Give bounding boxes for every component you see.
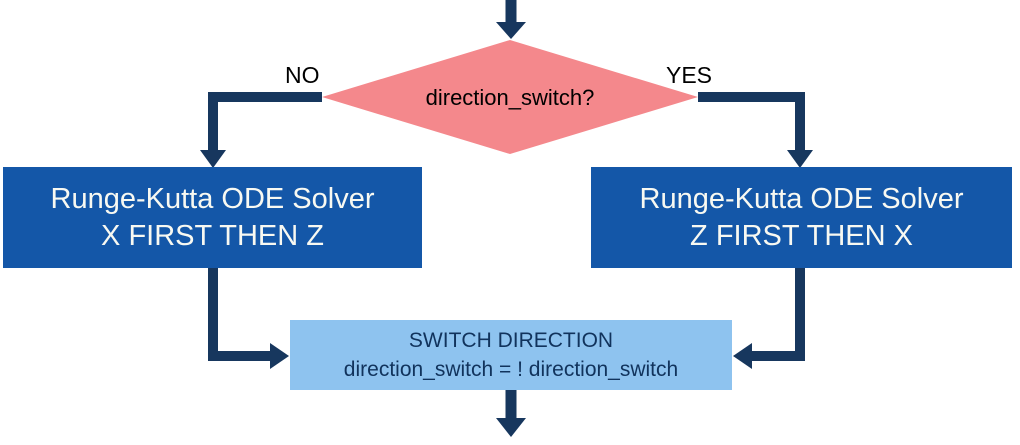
switch-direction-box-line2: direction_switch = ! direction_switch (343, 358, 679, 381)
left-to-switch-arrow-head-icon (270, 343, 289, 369)
no-branch-connector (208, 92, 322, 152)
switch-direction-box-line1: SWITCH DIRECTION (408, 329, 614, 352)
right-solver-box-line2: Z FIRST THEN X (690, 219, 913, 252)
right-solver-box-line1: Runge-Kutta ODE Solver (639, 182, 964, 215)
left-solver-box-line1: Runge-Kutta ODE Solver (50, 182, 375, 215)
decision-diamond (322, 40, 698, 154)
no-branch-label: NO (285, 62, 320, 88)
right-to-switch-arrow-head-icon (733, 343, 752, 369)
yes-branch-arrow-head-icon (787, 150, 813, 168)
outgoing-arrow-head-icon (496, 418, 526, 437)
right-solver-box: Runge-Kutta ODE Solver Z FIRST THEN X (591, 167, 1012, 268)
incoming-arrow-head-icon (496, 22, 526, 39)
yes-branch-label: YES (666, 62, 713, 88)
right-to-switch-connector (750, 268, 805, 361)
no-branch-arrow-head-icon (200, 150, 226, 168)
left-to-switch-connector (208, 268, 272, 361)
left-solver-box-line2: X FIRST THEN Z (101, 219, 324, 252)
switch-direction-box: SWITCH DIRECTION direction_switch = ! di… (290, 320, 732, 390)
decision-label: direction_switch? (425, 85, 595, 110)
yes-branch-connector (698, 92, 805, 152)
left-solver-box: Runge-Kutta ODE Solver X FIRST THEN Z (3, 167, 422, 268)
